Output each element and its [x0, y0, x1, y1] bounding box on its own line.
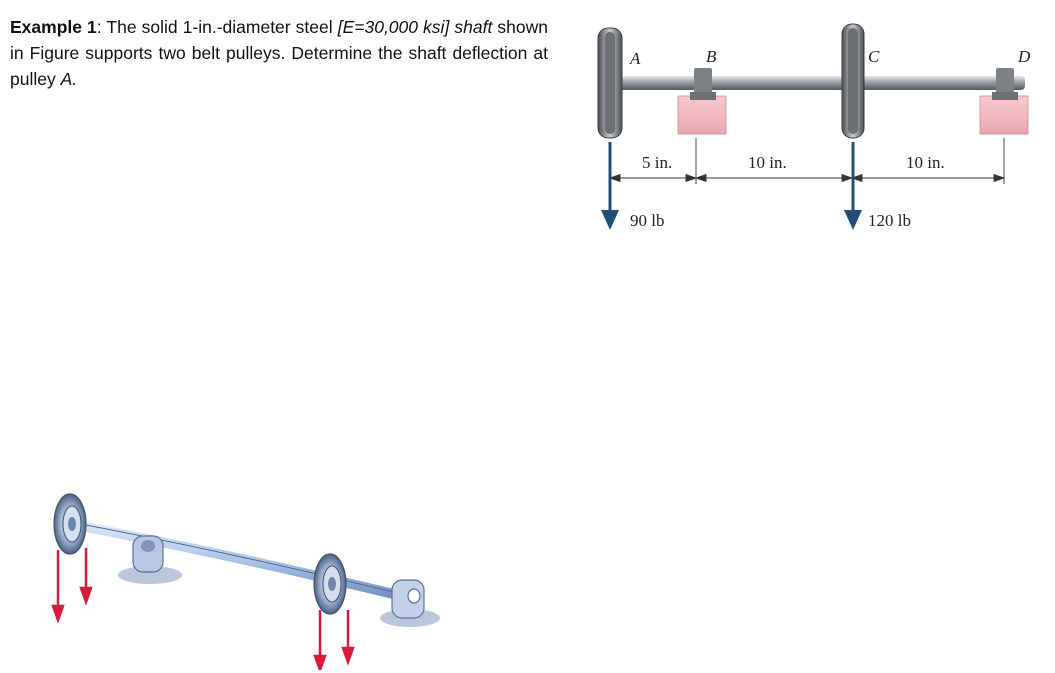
problem-text-material: [E=30,000 ksi] shaft: [337, 17, 493, 37]
label-a: A: [629, 49, 641, 68]
problem-text-2: shown in Figure supports two belt pulley…: [10, 17, 548, 89]
bearing-d: [979, 68, 1029, 135]
iso-bearing-1: [132, 535, 164, 573]
dim-bc: 10 in.: [748, 153, 787, 172]
label-b: B: [706, 47, 717, 66]
label-d: D: [1017, 47, 1031, 66]
problem-text-pulley: A.: [60, 69, 78, 89]
bearing-b: [677, 68, 727, 135]
belt-arrows-pulley-2: [313, 610, 355, 670]
iso-shaft: [65, 519, 415, 603]
shaft-diagram: A B C D 5 in. 10 in. 10 in. 90 lb 120 lb: [597, 23, 1031, 230]
load-c-value: 120 lb: [868, 211, 911, 230]
dim-ab: 5 in.: [642, 153, 672, 172]
dimension-line: [608, 173, 1006, 183]
iso-bearing-2: [391, 579, 425, 619]
heading-separator: :: [96, 17, 107, 37]
iso-pulley-2: [313, 553, 347, 615]
iso-pulley-1: [53, 493, 87, 555]
shaft: [600, 76, 1025, 90]
load-arrow-a: [601, 142, 619, 230]
belt-arrows-pulley-1: [51, 548, 93, 624]
problem-text-1: The solid 1-in.-diameter steel: [106, 17, 338, 37]
example-heading: Example 1: [10, 17, 97, 37]
label-c: C: [868, 47, 880, 66]
support-shadow-1: [118, 566, 182, 584]
dim-cd: 10 in.: [906, 153, 945, 172]
problem-statement: Example 1: The solid 1-in.-diameter stee…: [10, 14, 548, 92]
load-a-value: 90 lb: [630, 211, 664, 230]
pulley-a: [597, 27, 623, 139]
pulley-c: [841, 23, 865, 139]
load-arrow-c: [844, 142, 862, 230]
isometric-illustration: [51, 493, 440, 670]
